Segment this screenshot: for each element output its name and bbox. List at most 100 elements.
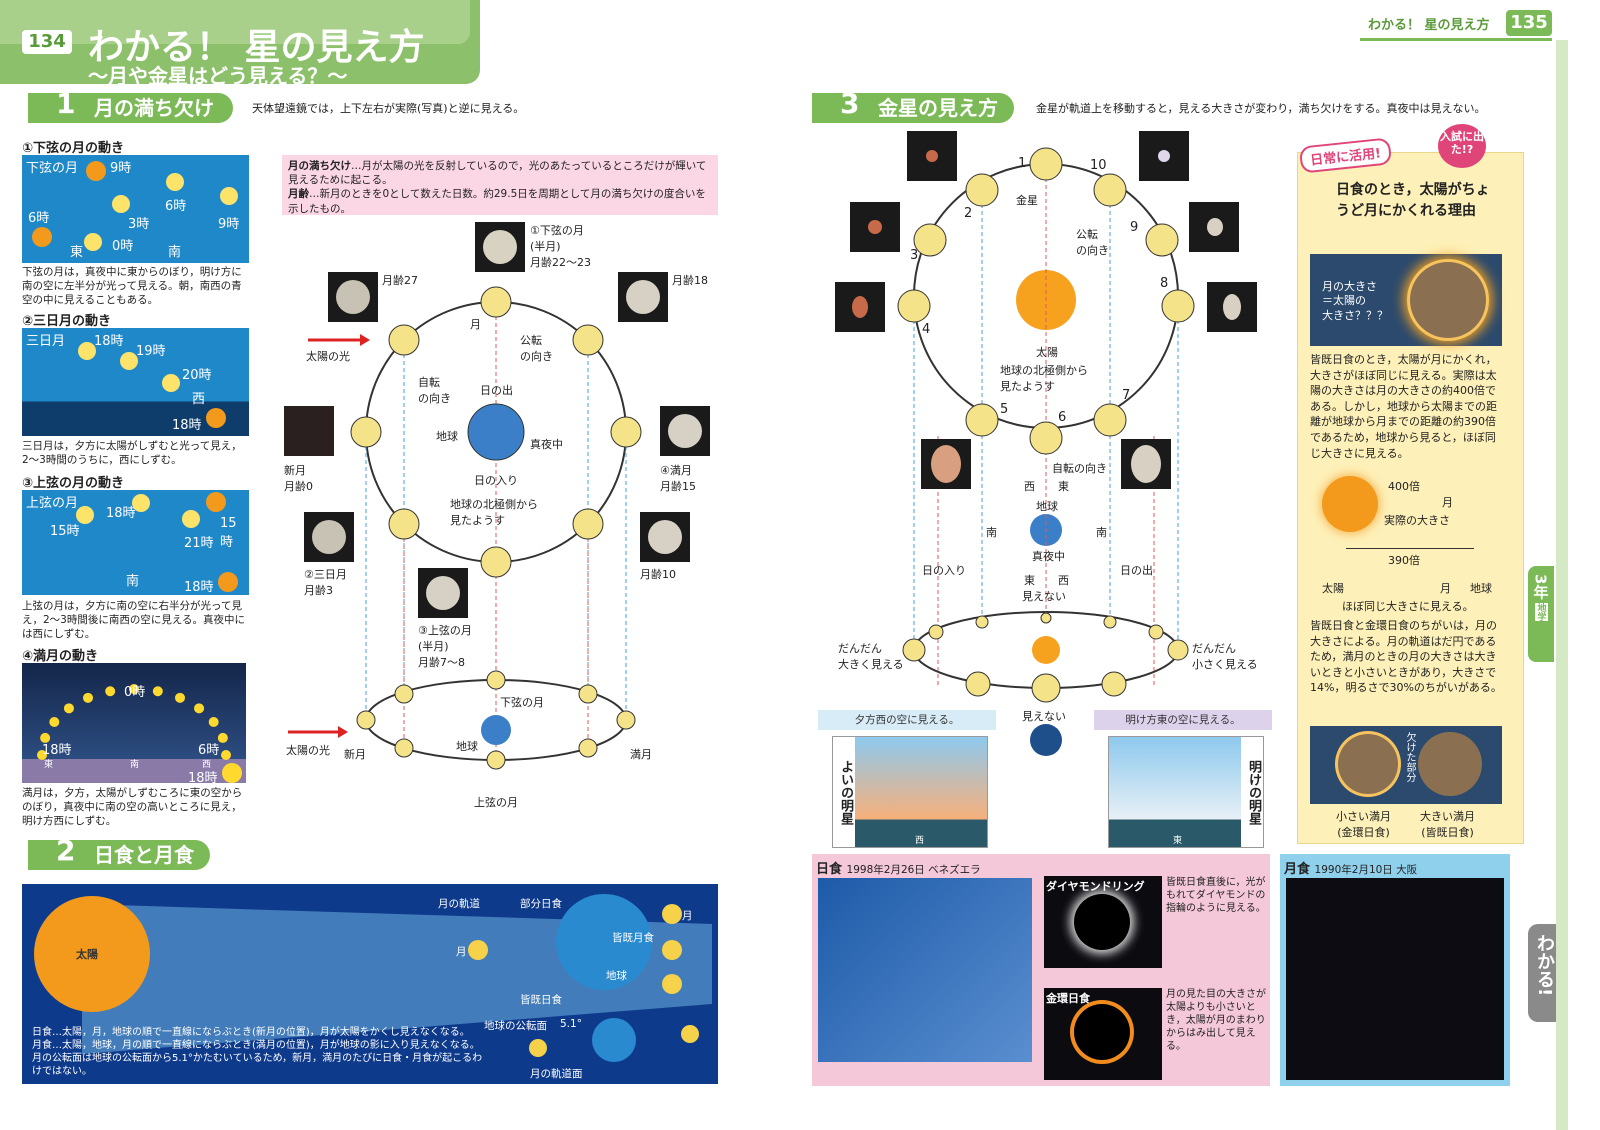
venus-photo-2 <box>850 202 900 252</box>
motion3-time-15b: 15時 <box>220 516 237 550</box>
orbit-num-10: 10 <box>1090 158 1107 173</box>
motion1-time-9a: 9時 <box>110 161 132 176</box>
motion2-panel: 三日月 18時 19時 20時 18時 西 <box>22 328 249 436</box>
full-moon-position <box>37 750 47 760</box>
full-moon-arc <box>37 684 231 760</box>
solar-eclipse-sequence-photo <box>818 878 1032 1062</box>
motion1-dir-east: 東 <box>70 245 84 260</box>
motion4-dir-west: 西 <box>202 760 212 770</box>
column-earth-label: 地球 <box>1470 582 1492 595</box>
full-moon-position <box>217 732 228 743</box>
section2-number: 2 <box>56 834 76 867</box>
moon-icon <box>112 195 130 213</box>
label-rotation: 自転 の向き <box>418 376 451 405</box>
moon-icon <box>132 494 150 512</box>
motion4-panel: 0時 18時 6時 18時 東 南 西 <box>22 663 246 783</box>
section3-note: 金星が軌道上を移動すると，見える大きさが変わり，満ち欠けをする。真夜中は見えない… <box>1036 102 1486 115</box>
eclipse-label-moon-right: 月 <box>682 910 693 922</box>
venus-label-south2: 南 <box>1096 526 1107 539</box>
motion2-heading: ②三日月の動き <box>22 314 112 329</box>
morning-star-panel: 明けの明星 東 <box>1108 736 1264 848</box>
label-earth: 地球 <box>436 430 458 443</box>
column-distance-ratio: 390倍 <box>1388 554 1420 567</box>
orbit-num-9: 9 <box>1130 220 1139 235</box>
lunar-eclipse-panel: 月食 1990年2月10日 大阪 <box>1280 854 1510 1086</box>
label-crescent: ②三日月 月齢3 <box>304 568 347 597</box>
moon-orbit-diagram <box>288 286 642 770</box>
label-waxing-photo: ③上弦の月 (半月) 月齢7〜8 <box>418 624 472 669</box>
venus-label-west: 西 <box>1024 480 1035 493</box>
section3-number: 3 <box>840 87 860 120</box>
orbit-num-7: 7 <box>1122 388 1131 403</box>
venus-label-east: 東 <box>1058 480 1069 493</box>
full-moon-position <box>83 692 93 703</box>
motion2-time-18a: 18時 <box>94 334 124 349</box>
side-tab-grade[interactable]: 3年 地学 <box>1528 566 1554 662</box>
motion3-time-18a: 18時 <box>106 506 136 521</box>
column-moon-label-2: 月 <box>1440 582 1451 595</box>
sun-icon <box>218 572 238 592</box>
venus-label-sunrise: 日の出 <box>1120 564 1153 577</box>
header-band-top <box>0 0 470 44</box>
moon-photo-waxing <box>418 568 468 618</box>
section1-number: 1 <box>56 87 76 120</box>
solar-eclipse-title: 日食 1998年2月26日 ベネズエラ <box>816 862 981 877</box>
section2-title: 日食と月食 <box>94 843 194 867</box>
eclipse-label-moon-orbit-plane: 月の軌道面 <box>530 1068 583 1080</box>
motion3-title: 上弦の月 <box>26 496 79 511</box>
motion2-title: 三日月 <box>26 334 66 349</box>
definition-age: 月齢…新月のときを0として数えた日数。約29.5日を周期として月の満ち欠けの度合… <box>288 188 706 215</box>
diamond-ring-desc: 皆既日食直後に，光がもれてダイヤモンドの指輪のように見える。 <box>1166 877 1266 914</box>
venus-label-east2: 東 <box>1024 574 1035 587</box>
definitions-box: 月の満ち欠け…月が太陽の光を反射しているので，光のあたっているところだけが輝いて… <box>282 155 718 215</box>
motion4-heading: ④満月の動き <box>22 649 99 664</box>
label-revolution: 公転 の向き <box>520 334 553 363</box>
full-moon-position <box>208 717 219 727</box>
venus-label-invisible2: 見えない <box>1022 710 1066 723</box>
motion4-time-6: 6時 <box>198 743 220 758</box>
section1-note: 天体望遠鏡では，上下左右が実際(写真)と逆に見える。 <box>252 102 525 115</box>
side-tab-understand[interactable]: わかる! <box>1528 924 1560 1022</box>
page-number-right: 135 <box>1506 10 1552 36</box>
section2-heading: 2 日食と月食 <box>28 836 210 870</box>
motion3-panel: 上弦の月 18時 15時 21時 15時 18時 南 <box>22 490 249 595</box>
eclipse-diagram: 太陽 月の軌道 部分日食 皆既月食 月 月 地球 皆既日食 地球の公転面 5.1… <box>22 884 718 1084</box>
label-sunset: 日の入り <box>474 474 518 487</box>
moon-photo-age27 <box>328 272 378 322</box>
venus-label-rotation: 自転の向き <box>1052 462 1107 475</box>
moon-photo-new <box>284 406 334 456</box>
morning-dir-east: 東 <box>1173 836 1183 846</box>
moon-icon <box>220 187 238 205</box>
column-text2: 皆既日食と金環日食のちがいは，月の大きさによる。月の軌道はだ円であるため，満月の… <box>1310 619 1502 695</box>
annular-eclipse-desc: 月の見た目の大きさが太陽よりも小さいとき，太陽が月のまわりからはみ出して見える。 <box>1166 989 1266 1052</box>
eclipse-desc: 日食…太陽，月，地球の順で一直線にならぶとき(新月の位置)，月が太陽をかくし見え… <box>32 1027 483 1077</box>
section3-title: 金星の見え方 <box>878 96 998 120</box>
full-moon-position <box>175 692 185 703</box>
venus-label-revolution: 公転 の向き <box>1076 228 1109 257</box>
orbit-num-2: 2 <box>964 206 973 221</box>
eclipse-label-earth: 地球 <box>606 970 627 982</box>
evening-sky-banner: 夕方西の空に見える。 <box>818 710 996 730</box>
column-moon-label: 月 <box>1442 496 1453 509</box>
venus-orbit-diagram <box>897 147 1195 756</box>
side-tab-grade-label: 3年 <box>1531 574 1550 600</box>
venus-label-south: 南 <box>986 526 997 539</box>
orbit-num-8: 8 <box>1160 276 1169 291</box>
label-midnight: 真夜中 <box>530 438 563 451</box>
lunar-eclipse-sequence-photo <box>1286 878 1504 1080</box>
motion1-desc: 下弦の月は，真夜中に東からのぼり，明け方に南の空に左半分が光って見える。朝，南西… <box>22 266 242 306</box>
venus-label-midnight: 真夜中 <box>1032 550 1065 563</box>
sun-icon <box>32 227 52 247</box>
section3-heading: 3 金星の見え方 <box>812 89 1014 123</box>
page-subtitle: 〜月や金星はどう見える？〜 <box>88 64 348 88</box>
motion1-panel: 下弦の月 9時 6時 3時 0時 6時 9時 東 南 <box>22 155 249 263</box>
solar-eclipse-panel: 日食 1998年2月26日 ベネズエラ ダイヤモンドリング 皆既日食直後に，光が… <box>812 854 1270 1086</box>
crescent-moon-icon <box>162 374 180 392</box>
full-moon-position <box>105 686 116 697</box>
column-same-size: ほぼ同じ大きさに見える。 <box>1342 600 1474 613</box>
moon-icon <box>84 233 102 251</box>
label-bottom-waning: 下弦の月 <box>500 696 544 709</box>
moon-photo-full <box>660 406 710 456</box>
evening-star-label: よいの明星 <box>833 737 855 847</box>
eclipse-label-total-lunar: 皆既月食 <box>612 932 654 944</box>
